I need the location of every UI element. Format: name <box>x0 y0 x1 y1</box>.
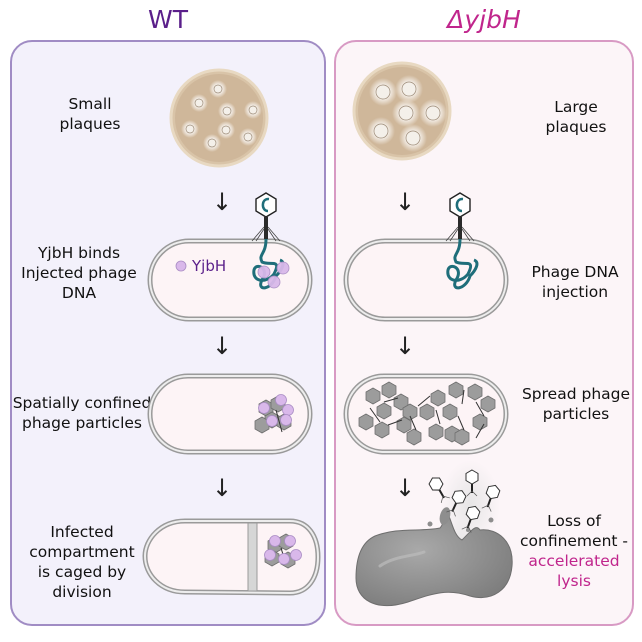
label-line: compartment <box>29 543 135 561</box>
phage-icon <box>445 192 475 242</box>
arrow-down-icon: ↓ <box>212 474 233 502</box>
label-line: Large <box>554 98 598 116</box>
mutant-label-loss-of-confinement: Loss of confinement - accelerated lysis <box>516 511 632 591</box>
lysing-cell <box>355 460 513 607</box>
highlight-line: accelerated <box>528 552 620 570</box>
division-septum <box>247 522 258 592</box>
label-line: Injected phage <box>21 264 137 282</box>
yjbh-bound-icon <box>257 261 290 289</box>
wt-label-yjbh-binds: YjbH binds Injected phage DNA <box>14 243 144 303</box>
mutant-header: ΔyjbH <box>447 5 521 34</box>
phage-dna-icon <box>446 238 479 290</box>
small-plaques <box>181 80 262 152</box>
arrow-down-icon: ↓ <box>212 332 233 360</box>
yjbh-label: YjbH <box>192 257 227 275</box>
label-line: Spread phage <box>521 385 631 403</box>
spread-phage-particles <box>358 381 496 446</box>
mutant-label-phage-dna-injection: Phage DNA injection <box>520 262 630 302</box>
mutant-label-large-plaques: Large plaques <box>526 97 626 137</box>
label-line: particles <box>542 405 610 423</box>
mutant-cell-spread <box>343 373 509 455</box>
label-line: Small <box>68 95 112 113</box>
yjbh-protein-icon <box>175 260 187 272</box>
caged-phage-cluster <box>264 533 302 569</box>
label-line: division <box>52 583 112 601</box>
label-line: Infected <box>50 523 114 541</box>
wt-label-small-plaques: Small plaques <box>30 94 150 134</box>
mutant-label-spread-phage: Spread phage particles <box>520 384 632 424</box>
phage-icon <box>251 192 281 242</box>
label-line: DNA <box>61 284 97 302</box>
label-line: Spatially confined <box>12 394 152 412</box>
label-line: YjbH binds <box>37 244 121 262</box>
wt-header: WT <box>148 5 188 34</box>
mutant-petri-dish <box>352 61 452 161</box>
arrow-down-icon: ↓ <box>395 332 416 360</box>
wt-label-infected-compartment: Infected compartment is caged by divisio… <box>22 522 142 602</box>
arrow-down-icon: ↓ <box>212 188 233 216</box>
large-plaques <box>367 75 447 152</box>
mutant-cell-injection <box>343 192 509 322</box>
wt-cell-confined <box>147 373 313 455</box>
wt-label-spatially-confined: Spatially confined phage particles <box>12 393 152 433</box>
label-line: Loss of <box>547 512 601 530</box>
wt-cell-divided <box>142 518 321 596</box>
label-line: is caged by <box>37 563 127 581</box>
wt-cell-injection <box>147 192 313 322</box>
label-line: phage particles <box>22 414 142 432</box>
label-line: injection <box>541 283 609 301</box>
arrow-down-icon: ↓ <box>395 474 416 502</box>
wt-petri-dish <box>169 68 269 168</box>
arrow-down-icon: ↓ <box>395 188 416 216</box>
label-line: plaques <box>59 115 121 133</box>
highlight-line: lysis <box>557 572 591 590</box>
label-line: Phage DNA <box>531 263 619 281</box>
label-line: confinement - <box>519 532 628 550</box>
label-line: plaques <box>545 118 607 136</box>
confined-phage-cluster <box>254 394 294 434</box>
